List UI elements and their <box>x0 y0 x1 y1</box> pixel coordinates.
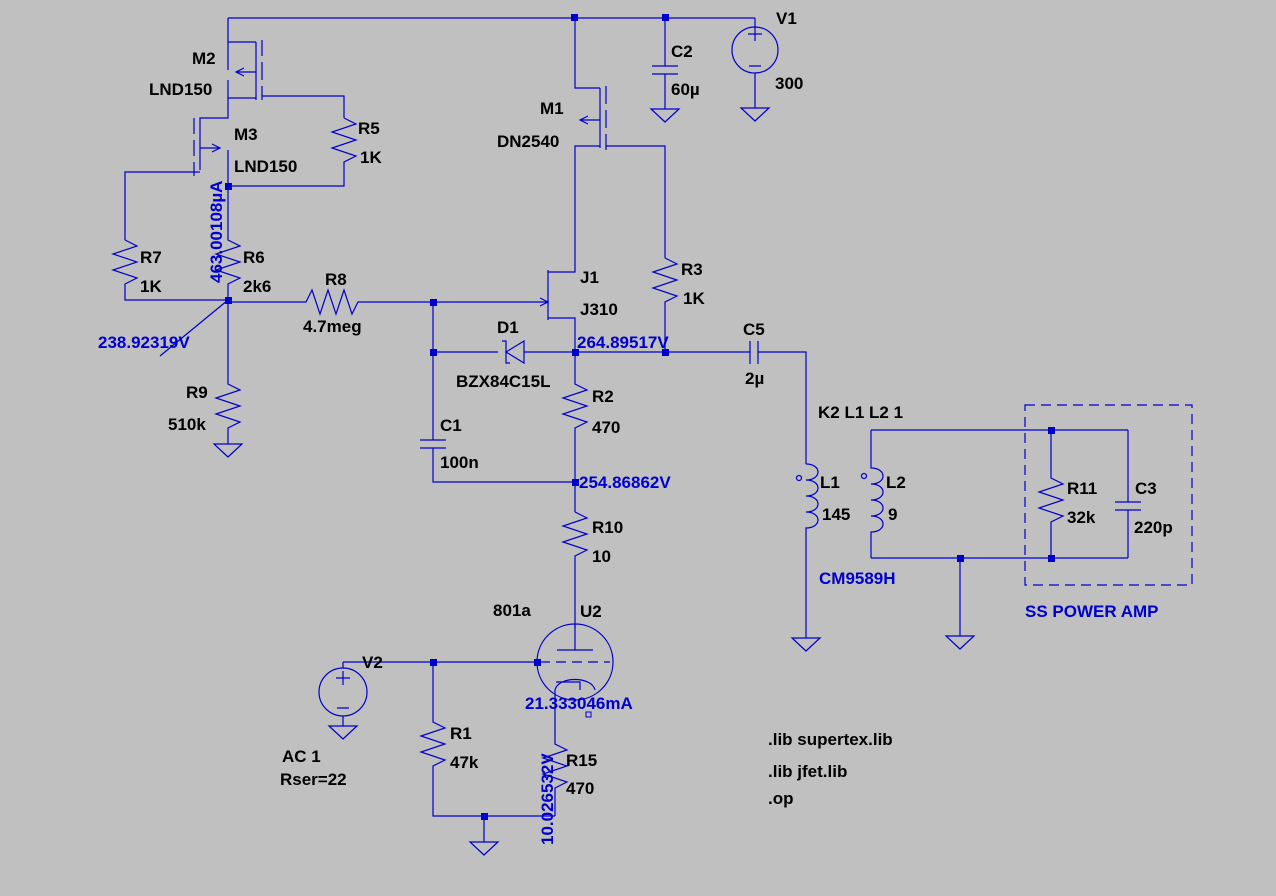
probe-line <box>159 299 229 357</box>
probe-current-u2: 21.333046mA <box>525 694 633 713</box>
c1-capacitor[interactable] <box>420 439 575 483</box>
v2-rser: Rser=22 <box>280 770 347 789</box>
probe-voltage-r8: 238.92319V <box>98 333 190 352</box>
c3-value: 220p <box>1134 518 1173 537</box>
r6-value: 2k6 <box>243 277 271 296</box>
r8-resistor[interactable] <box>228 288 542 316</box>
m2-mosfet[interactable] <box>227 40 345 118</box>
c1-ref: C1 <box>440 416 462 435</box>
c3-ref: C3 <box>1135 479 1157 498</box>
r5-value: 1K <box>360 148 382 167</box>
u2-ref: U2 <box>580 602 602 621</box>
c5-value: 2µ <box>745 369 764 388</box>
l1-value: 145 <box>822 505 850 524</box>
v2-source[interactable] <box>318 662 368 740</box>
ground-symbol <box>468 816 500 856</box>
probe-current-m3: 463.00108µA <box>207 181 226 283</box>
junction <box>1048 555 1055 562</box>
v2-ref: V2 <box>362 653 383 672</box>
r15-value: 470 <box>566 779 594 798</box>
l1-ref: L1 <box>820 473 840 492</box>
r15-resistor[interactable] <box>541 720 569 816</box>
r6-ref: R6 <box>243 248 265 267</box>
v2-value: AC 1 <box>282 747 321 766</box>
r15-ref: R15 <box>566 751 597 770</box>
d1-model: BZX84C15L <box>456 372 550 391</box>
r1-value: 47k <box>450 753 479 772</box>
c1-value: 100n <box>440 453 479 472</box>
l2-value: 9 <box>888 505 897 524</box>
d1-ref: D1 <box>497 318 519 337</box>
r7-value: 1K <box>140 277 162 296</box>
v1-value: 300 <box>775 74 803 93</box>
r3-value: 1K <box>683 289 705 308</box>
directive-lib-jfet: .lib jfet.lib <box>768 762 847 781</box>
r5-resistor[interactable] <box>230 117 358 187</box>
junction <box>572 479 579 486</box>
c2-value: 60µ <box>671 80 700 99</box>
r2-resistor[interactable] <box>561 352 589 512</box>
r7-resistor[interactable] <box>111 239 228 301</box>
r5-ref: R5 <box>358 119 380 138</box>
r3-ref: R3 <box>681 260 703 279</box>
c5-ref: C5 <box>743 320 765 339</box>
c5-capacitor[interactable] <box>575 341 807 464</box>
r9-ref: R9 <box>186 383 208 402</box>
l2-inductor[interactable] <box>860 429 1129 559</box>
r11-ref: R11 <box>1067 479 1097 498</box>
m2-ref: M2 <box>192 49 216 68</box>
c2-ref: C2 <box>671 42 693 61</box>
d1-zener[interactable] <box>432 302 575 440</box>
v1-ref: V1 <box>776 9 797 28</box>
u2-model: 801a <box>493 601 531 620</box>
l1-inductor[interactable] <box>790 463 822 652</box>
coupling-directive: K2 L1 L2 1 <box>818 403 903 422</box>
r10-resistor[interactable] <box>561 511 589 628</box>
r8-value: 4.7meg <box>303 317 362 336</box>
junction <box>430 349 437 356</box>
r9-value: 510k <box>168 415 206 434</box>
r1-resistor[interactable] <box>419 662 555 817</box>
m3-mosfet[interactable] <box>124 98 229 240</box>
m1-model: DN2540 <box>497 132 559 151</box>
directive-lib-supertex: .lib supertex.lib <box>768 730 893 749</box>
c3-capacitor[interactable] <box>1115 430 1141 558</box>
m1-mosfet[interactable] <box>574 86 666 258</box>
r9-resistor[interactable] <box>212 300 244 458</box>
probe-voltage-cathode: 10.026532V <box>538 753 557 845</box>
r8-ref: R8 <box>325 270 347 289</box>
amp-box <box>1024 404 1193 586</box>
transformer-label: CM9589H <box>819 569 896 588</box>
m1-ref: M1 <box>540 99 564 118</box>
r6-resistor[interactable] <box>214 186 242 300</box>
r2-ref: R2 <box>592 387 614 406</box>
junction <box>534 659 541 666</box>
v1-source[interactable] <box>731 26 779 122</box>
ground-symbol <box>944 558 976 650</box>
pin-marker <box>585 711 592 718</box>
m3-model: LND150 <box>234 157 297 176</box>
j1-jfet[interactable] <box>539 258 576 352</box>
l2-ref: L2 <box>886 473 906 492</box>
probe-voltage-out: 264.89517V <box>577 333 669 352</box>
m3-ref: M3 <box>234 125 258 144</box>
j1-model: J310 <box>580 300 618 319</box>
probe-voltage-r2: 254.86862V <box>579 473 671 492</box>
r10-ref: R10 <box>592 518 623 537</box>
r1-ref: R1 <box>450 724 472 743</box>
r7-ref: R7 <box>140 248 162 267</box>
j1-ref: J1 <box>580 268 599 287</box>
r11-value: 32k <box>1067 508 1096 527</box>
amp-box-label: SS POWER AMP <box>1025 602 1159 621</box>
r11-resistor[interactable] <box>1037 430 1065 558</box>
directive-op: .op <box>768 789 794 808</box>
junction <box>571 14 578 21</box>
r3-resistor[interactable] <box>651 257 679 352</box>
junction <box>662 14 669 21</box>
c2-capacitor[interactable] <box>649 65 681 123</box>
r10-value: 10 <box>592 547 611 566</box>
r2-value: 470 <box>592 418 620 437</box>
m2-model: LND150 <box>149 80 212 99</box>
